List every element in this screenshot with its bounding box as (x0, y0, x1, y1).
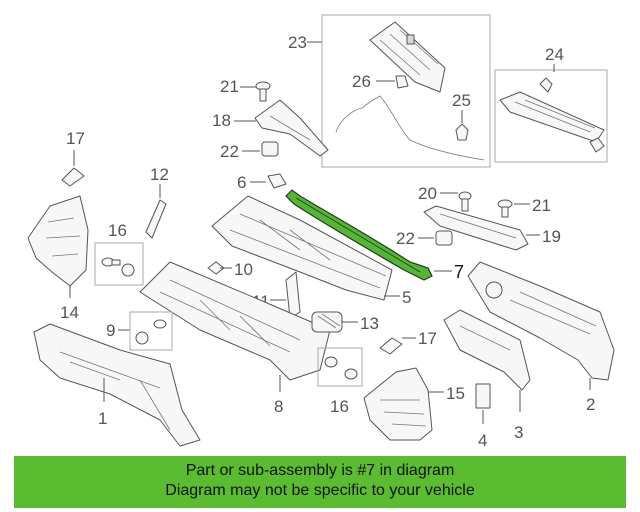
callout-16-lower: 16 (330, 397, 349, 416)
banner-line-1: Part or sub-assembly is #7 in diagram (185, 462, 455, 479)
callout-4: 4 (478, 431, 487, 450)
callout-21-left: 21 (220, 77, 239, 96)
part-10: 10 (207, 260, 253, 279)
callout-22-left: 22 (220, 142, 239, 161)
callout-18: 18 (212, 111, 231, 130)
part-13: 13 (311, 311, 379, 333)
callout-17-left: 17 (66, 129, 85, 148)
banner-line-2: Diagram may not be specific to your vehi… (165, 482, 475, 499)
callout-23: 23 (288, 33, 307, 52)
callout-13: 13 (360, 314, 379, 333)
callout-20: 20 (418, 184, 437, 203)
part-22-left: 22 (220, 141, 279, 161)
info-banner: Part or sub-assembly is #7 in diagram Di… (14, 456, 626, 508)
callout-1: 1 (98, 409, 107, 428)
clip (406, 34, 415, 45)
callout-24: 24 (545, 45, 564, 64)
part-20: 20 (418, 184, 472, 212)
part-5: 5 (211, 195, 411, 307)
callout-16-upper: 16 (108, 221, 127, 240)
callout-5: 5 (402, 288, 411, 307)
part-15: 15 (363, 367, 465, 441)
part-17-right: 17 (379, 329, 437, 355)
group-24-box: 24 (494, 45, 608, 163)
callout-17-right: 17 (418, 329, 437, 348)
parts-diagram: 23 26 25 24 21 18 (27, 14, 615, 450)
part-8: 8 (139, 261, 331, 416)
callout-21-right: 21 (532, 196, 551, 215)
part-9: 9 (106, 311, 173, 351)
callout-14: 14 (60, 303, 79, 322)
part-16-lower: 16 (317, 347, 363, 416)
part-18: 18 (212, 99, 329, 157)
part-19: 19 (423, 205, 561, 251)
part-22-right: 22 (396, 229, 453, 248)
callout-8: 8 (274, 397, 283, 416)
part-14: 14 (27, 195, 89, 322)
part-1: 1 (33, 323, 201, 447)
callout-3: 3 (514, 423, 523, 442)
callout-25: 25 (452, 91, 471, 110)
part-7-highlighted: 7 (285, 189, 464, 282)
callout-7: 7 (454, 262, 464, 282)
callout-15: 15 (446, 384, 465, 403)
part-21-right: 21 (497, 196, 551, 218)
part-12: 12 (145, 165, 169, 239)
clip-24b (589, 137, 605, 153)
part-4: 4 (475, 383, 491, 450)
clip-24 (539, 77, 553, 93)
callout-22-right: 22 (396, 229, 415, 248)
part-17-left: 17 (61, 129, 85, 187)
callout-6: 6 (237, 173, 246, 192)
callout-12: 12 (150, 165, 169, 184)
part-16-upper: 16 (94, 221, 144, 286)
cowl-vent-upper (369, 21, 446, 93)
callout-26: 26 (352, 72, 371, 91)
part-21-left: 21 (220, 77, 271, 102)
callout-9: 9 (106, 321, 115, 340)
callout-10: 10 (234, 260, 253, 279)
part-26 (395, 75, 409, 89)
part-3: 3 (443, 309, 531, 442)
part-2: 2 (467, 261, 615, 414)
callout-2: 2 (586, 395, 595, 414)
part-25 (455, 123, 469, 141)
callout-19: 19 (542, 227, 561, 246)
group-23-box: 23 26 25 (288, 14, 491, 168)
part-6: 6 (237, 173, 287, 192)
washer-hose (335, 95, 485, 161)
